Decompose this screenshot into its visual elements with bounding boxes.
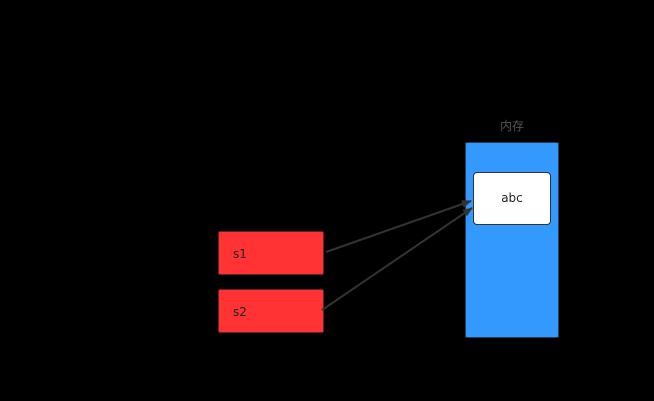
arrow-s1-to-value xyxy=(325,200,472,253)
string-value-box: abc xyxy=(473,172,551,225)
variable-s1-box: s1 xyxy=(218,231,324,275)
memory-label: 内存 xyxy=(499,119,524,133)
arrow-s2-to-value xyxy=(321,207,473,311)
variable-s2-box: s2 xyxy=(218,289,324,333)
